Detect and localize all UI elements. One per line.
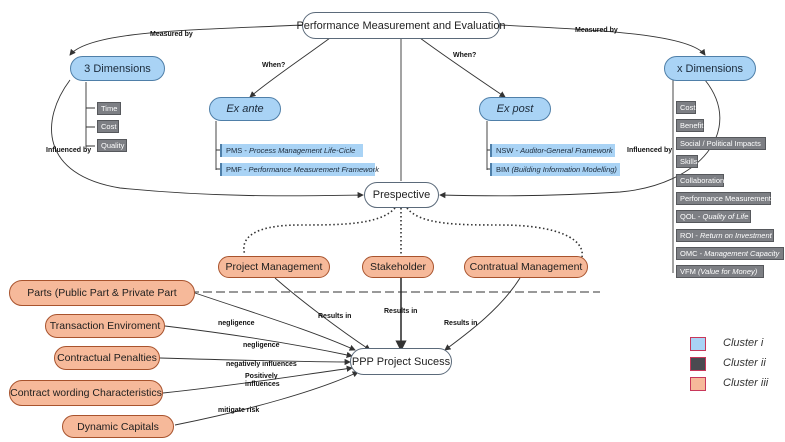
contractual-management-node: Contratual Management (464, 256, 588, 278)
edge-parts-ppp (194, 292, 356, 351)
x-dim-item: Social / Political Impacts (676, 137, 766, 150)
three-dim-item: Quality (97, 139, 127, 152)
edge-label: When? (453, 52, 477, 59)
legend-swatch-orange (690, 377, 706, 391)
edge-label: Results in (318, 313, 352, 320)
edge-penal-ppp (159, 357, 351, 366)
edge-root-exante (249, 37, 331, 98)
x-dimensions-node: x Dimensions (664, 56, 756, 81)
edge-label: influences (245, 381, 280, 388)
three-dim-item: Time (97, 102, 121, 115)
edge-label: Influenced by (46, 147, 92, 154)
ex-post-item: NSW - Auditor-General Framework (490, 144, 615, 157)
x-dim-item: Cost (676, 101, 696, 114)
tree-exante (215, 121, 220, 170)
edge-label: negligence (218, 320, 255, 327)
edge-pm-ppp (274, 277, 371, 351)
project-management-node: Project Management (218, 256, 330, 278)
tree-3dim (85, 82, 95, 148)
tree-expost (486, 121, 490, 170)
edge-cm-ppp (444, 277, 521, 351)
edge-root-xdim (499, 24, 706, 56)
three-dimensions-node: 3 Dimensions (70, 56, 165, 81)
factor-node: Dynamic Capitals (62, 415, 174, 438)
x-dim-item: ROI - Return on Investment (676, 229, 774, 242)
edge-label: When? (262, 62, 286, 69)
x-dim-item: Skills (676, 155, 698, 168)
x-dim-item: QOL - Quality of Life (676, 210, 751, 223)
legend-label: Cluster ii (723, 357, 766, 369)
edge-label: Influenced by (627, 147, 673, 154)
edge-label: Measured by (150, 31, 193, 38)
x-dim-item: OMC - Management Capacity (676, 247, 784, 260)
edge-label: Positively (245, 373, 278, 380)
edge-trans-ppp (164, 325, 353, 358)
ppp-success-node: PPP Project Sucess (350, 348, 452, 375)
three-dim-item: Cost (97, 120, 119, 133)
edge-label: Measured by (575, 27, 618, 34)
ex-ante-node: Ex ante (209, 97, 281, 121)
factor-node: Contract wording Characteristics (9, 380, 163, 406)
x-dim-item: VFM (Value for Money) (676, 265, 764, 278)
edge-root-expost (419, 37, 506, 98)
legend-swatch-blue (690, 337, 706, 351)
factor-node: Contractual Penalties (54, 346, 160, 370)
legend-label: Cluster iii (723, 377, 769, 389)
x-dim-item: Collaboration (676, 174, 724, 187)
x-dim-item: Benefit (676, 119, 704, 132)
edge-label: negatively influences (226, 361, 297, 368)
x-dim-item: Performance Measurement (676, 192, 771, 205)
perspective-node: Prespective (364, 182, 439, 208)
dotted-arc-left (243, 207, 396, 256)
stakeholder-node: Stakeholder (362, 256, 434, 278)
legend-swatch-dark (690, 357, 706, 371)
ex-ante-item: PMF - Performance Measurement Framework (220, 163, 379, 176)
dotted-arc-right (406, 207, 583, 258)
edge-contract-ppp (162, 365, 353, 394)
edge-label: Results in (444, 320, 478, 327)
ex-ante-item: PMS - Process Management Life-Cicle (220, 144, 363, 157)
edge-3dim-perspective (51, 79, 364, 199)
edge-root-3dim (69, 24, 303, 56)
root-node: Performance Measurement and Evaluation (296, 12, 506, 39)
ex-post-node: Ex post (479, 97, 551, 121)
edge-label: Results in (384, 308, 418, 315)
legend-label: Cluster i (723, 337, 764, 349)
ex-post-item: BIM (Building Information Modelling) (490, 163, 620, 176)
edge-dyn-ppp (174, 371, 359, 426)
edge-label: negligence (243, 342, 280, 349)
edge-label: mitigate risk (218, 407, 260, 414)
factor-node: Parts (Public Part & Private Part (9, 280, 195, 306)
factor-node: Transaction Enviroment (45, 314, 165, 338)
edge-xdim-perspective (439, 79, 721, 199)
